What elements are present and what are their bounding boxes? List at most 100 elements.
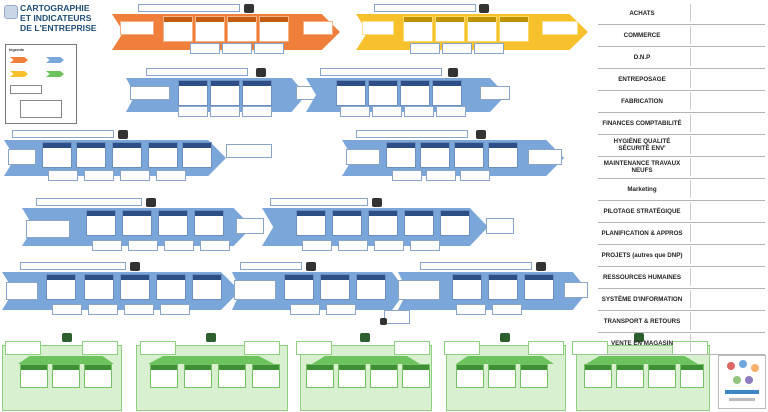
legend-box-sample [10, 85, 42, 94]
green-1-step-3 [84, 364, 112, 388]
department-description [690, 334, 767, 352]
blue-2a-step-1 [42, 142, 72, 168]
legend-swatch-yellow [10, 71, 28, 77]
orange-start-box [120, 21, 154, 35]
person-icon [745, 376, 753, 384]
blue-2b-header-box [356, 130, 468, 138]
blue-3a-step-3 [158, 210, 188, 236]
blue-1a-indicator-2 [210, 106, 240, 117]
legend-swatch-blue [46, 57, 64, 63]
green-4-step-2 [488, 364, 516, 388]
blue-4a-indicator-4 [160, 304, 190, 315]
blue-2a-end-box [226, 144, 272, 158]
yellow-step-1 [403, 16, 433, 42]
department-row: FINANCES COMPTABILITÉ [598, 112, 765, 135]
blue-3a-process-icon [146, 198, 156, 207]
blue-4a-process-icon [130, 262, 140, 271]
blue-2a-step-4 [148, 142, 178, 168]
blue-3b-step-2 [332, 210, 362, 236]
department-description [690, 312, 767, 330]
green-5-step-4 [680, 364, 704, 388]
green-panel-3-bar [312, 356, 420, 364]
blue-3b-indicator-4 [410, 240, 440, 251]
department-description [690, 4, 767, 22]
department-label: SYSTÈME D'INFORMATION [601, 295, 683, 303]
green-2-step-2 [184, 364, 212, 388]
green-1-step-2 [52, 364, 80, 388]
department-description [690, 92, 767, 110]
blue-3b-indicator-2 [338, 240, 368, 251]
blue-3a-step-1 [86, 210, 116, 236]
blue-1a-header-box [146, 68, 248, 76]
blue-2a-indicator-3 [120, 170, 150, 181]
department-row: D.N.P [598, 46, 765, 69]
green-panel-2-label [140, 341, 176, 355]
blue-3b-indicator-3 [374, 240, 404, 251]
green-4-step-3 [520, 364, 548, 388]
department-label: ENTREPOSAGE [618, 75, 666, 83]
logo-bar [729, 398, 755, 401]
department-description [690, 180, 767, 198]
title-line-1: CARTOGRAPHIE [20, 3, 90, 13]
department-label: COMMERCE [623, 31, 661, 39]
blue-2a-indicator-1 [48, 170, 78, 181]
blue-4b-step-1 [284, 274, 314, 300]
blue-1a-step-3 [242, 80, 272, 106]
green-panel-2-label-right [244, 341, 280, 355]
blue-4b-header-box [240, 262, 302, 270]
blue-4b-step-3 [356, 274, 386, 300]
department-label: PILOTAGE STRATÉGIQUE [603, 207, 681, 215]
blue-2b-end-box [528, 149, 562, 165]
blue-4c-process-icon [536, 262, 546, 271]
green-3-step-1 [306, 364, 334, 388]
blue-4a-step-3 [120, 274, 150, 300]
green-panel-3-label [296, 341, 332, 355]
department-row: VENTE EN MAGASIN [598, 332, 765, 355]
yellow-step-3 [467, 16, 497, 42]
blue-4c-start-box [398, 280, 440, 300]
blue-2b-step-1 [386, 142, 416, 168]
green-panel-1-bar [18, 356, 114, 364]
blue-4a-step-4 [156, 274, 186, 300]
department-description [690, 290, 767, 308]
orange-indicator-2 [222, 43, 252, 54]
department-description [690, 26, 767, 44]
green-panel-5-label [572, 341, 608, 355]
green-2-step-3 [218, 364, 246, 388]
blue-2b-start-box [346, 149, 380, 165]
orange-step-4 [259, 16, 289, 42]
department-row: FABRICATION [598, 90, 765, 113]
blue-1a-indicator-1 [178, 106, 208, 117]
blue-2a-step-3 [112, 142, 142, 168]
yellow-start-box [362, 21, 394, 35]
blue-1a-process-icon [256, 68, 266, 77]
legend-rotated-box [20, 100, 62, 118]
blue-2a-step-5 [182, 142, 212, 168]
department-description [690, 158, 767, 176]
orange-step-1 [163, 16, 193, 42]
legend: légende [5, 44, 77, 124]
green-panel-4-label [444, 341, 480, 355]
green-1-step-1 [20, 364, 48, 388]
blue-3a-indicator-2 [128, 240, 158, 251]
team-logo [718, 355, 766, 409]
green-panel-2-bar [148, 356, 274, 364]
blue-4b-start-box [234, 280, 276, 300]
department-description [690, 268, 767, 286]
green-3-step-3 [370, 364, 398, 388]
blue-2a-start-box [8, 149, 36, 165]
department-row: Marketing [598, 178, 765, 201]
department-row: COMMERCE [598, 24, 765, 47]
blue-4b-step-2 [320, 274, 350, 300]
department-label: Marketing [627, 185, 657, 193]
green-3-process-icon [360, 333, 370, 342]
department-label: MAINTENANCE TRAVAUX NEUFS [603, 160, 681, 174]
department-row: PLANIFICATION & APPROS [598, 222, 765, 245]
department-description [690, 202, 767, 220]
yellow-process-icon [479, 4, 489, 13]
department-row: HYGIÈNE QUALITÉ SÉCURITÉ ENV' [598, 134, 765, 157]
department-label: ACHATS [629, 9, 655, 17]
green-5-process-icon [634, 333, 644, 342]
department-description [690, 246, 767, 264]
yellow-step-4 [499, 16, 529, 42]
